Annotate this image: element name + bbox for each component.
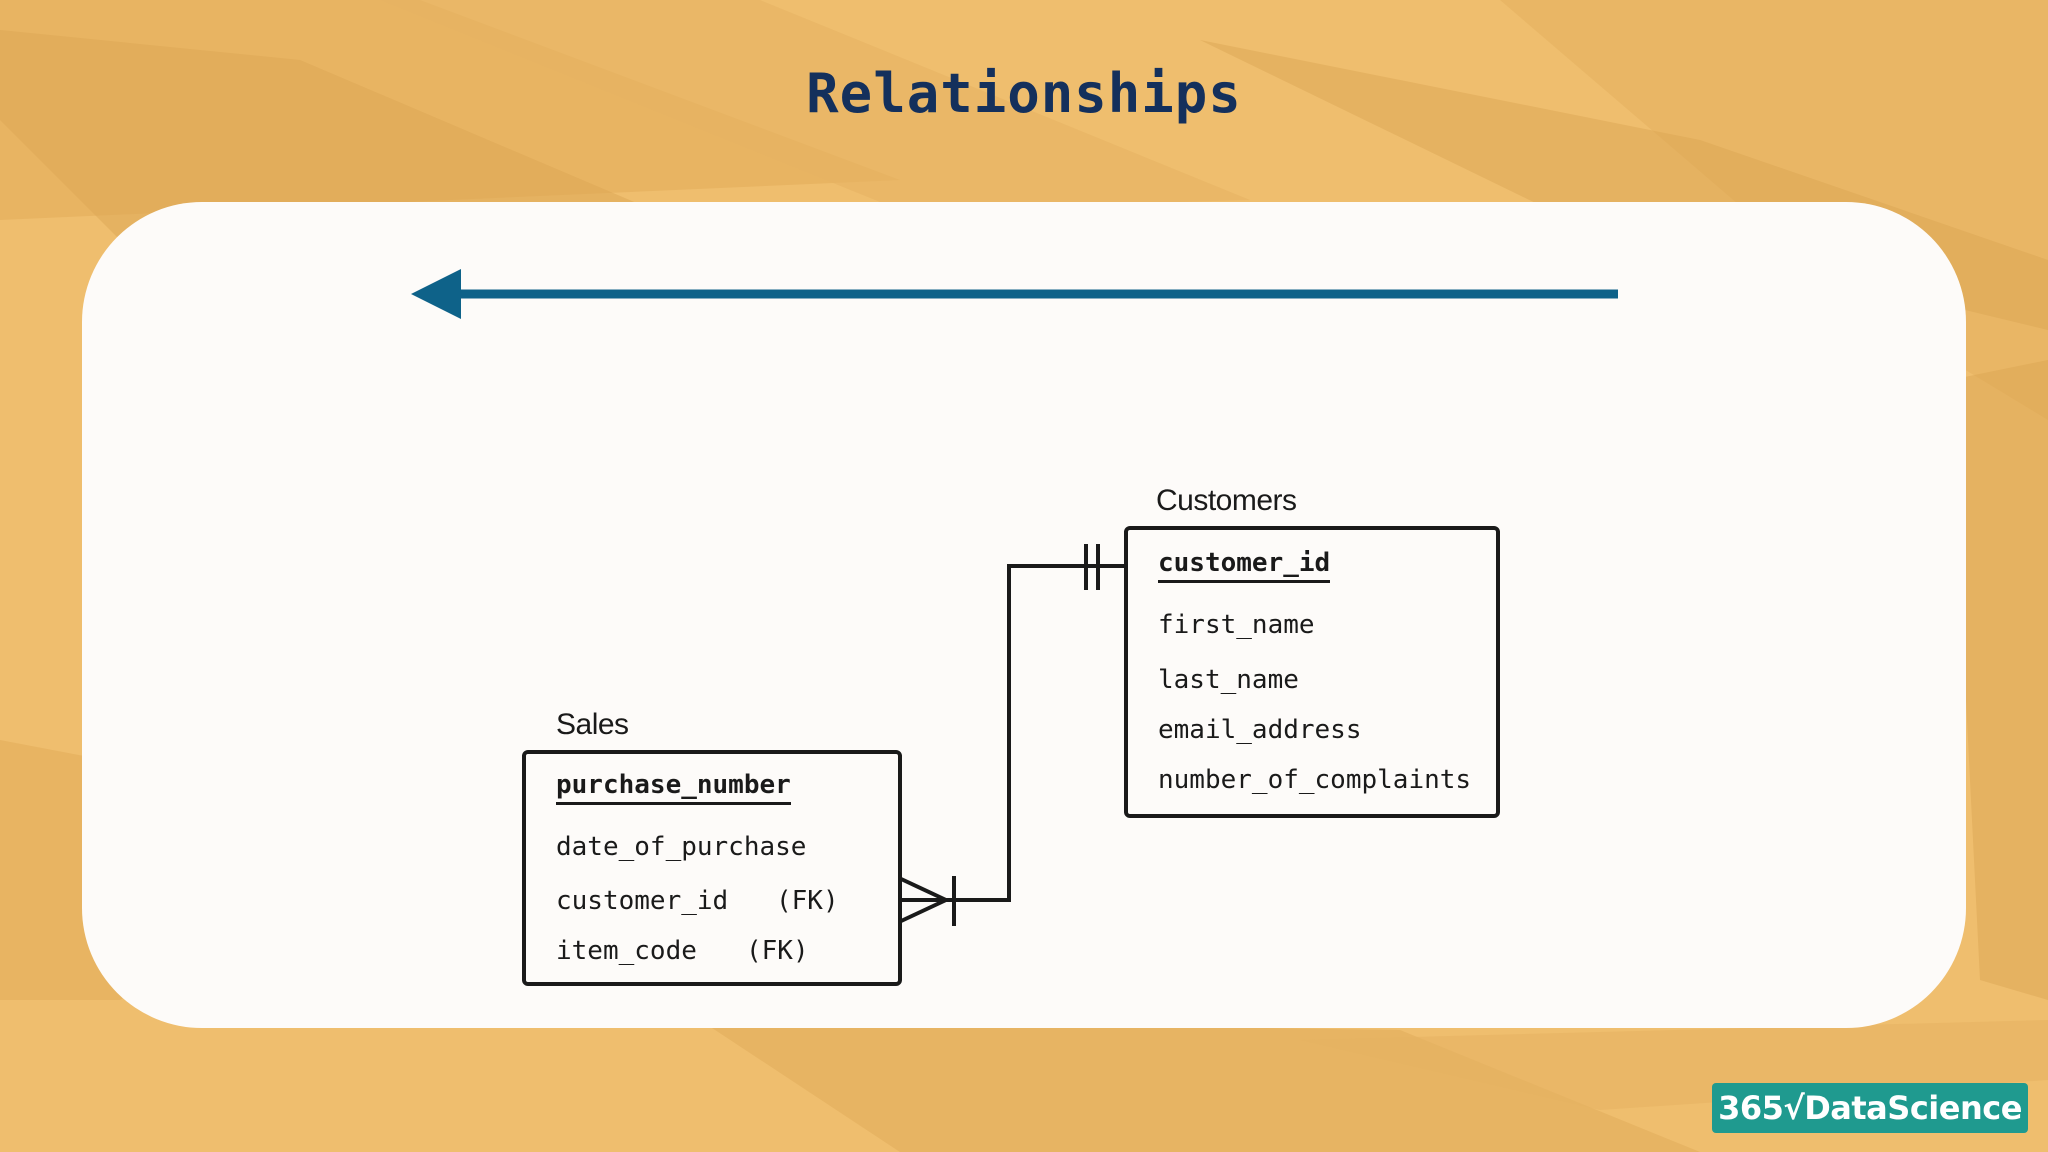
sales-table: purchase_number date_of_purchase custome… xyxy=(522,750,902,986)
content-card xyxy=(82,202,1966,1028)
customers-pk-field: customer_id xyxy=(1158,548,1331,583)
fk-marker: (FK) xyxy=(746,936,809,966)
sales-field: customer_id xyxy=(556,886,729,916)
sales-field: item_code xyxy=(556,936,697,966)
slide-title: Relationships xyxy=(806,62,1242,125)
customers-field: number_of_complaints xyxy=(1158,765,1472,795)
customers-field: last_name xyxy=(1158,665,1299,695)
customers-field: first_name xyxy=(1158,610,1315,640)
sales-pk-field: purchase_number xyxy=(556,770,791,805)
customers-field: email_address xyxy=(1158,715,1362,745)
sales-table-label: Sales xyxy=(556,708,629,741)
customers-table: customer_id first_name last_name email_a… xyxy=(1124,526,1500,818)
customers-table-label: Customers xyxy=(1156,484,1297,517)
fk-marker: (FK) xyxy=(776,886,839,916)
sales-field: date_of_purchase xyxy=(556,832,807,862)
brand-logo: 365√DataScience xyxy=(1712,1083,2028,1133)
